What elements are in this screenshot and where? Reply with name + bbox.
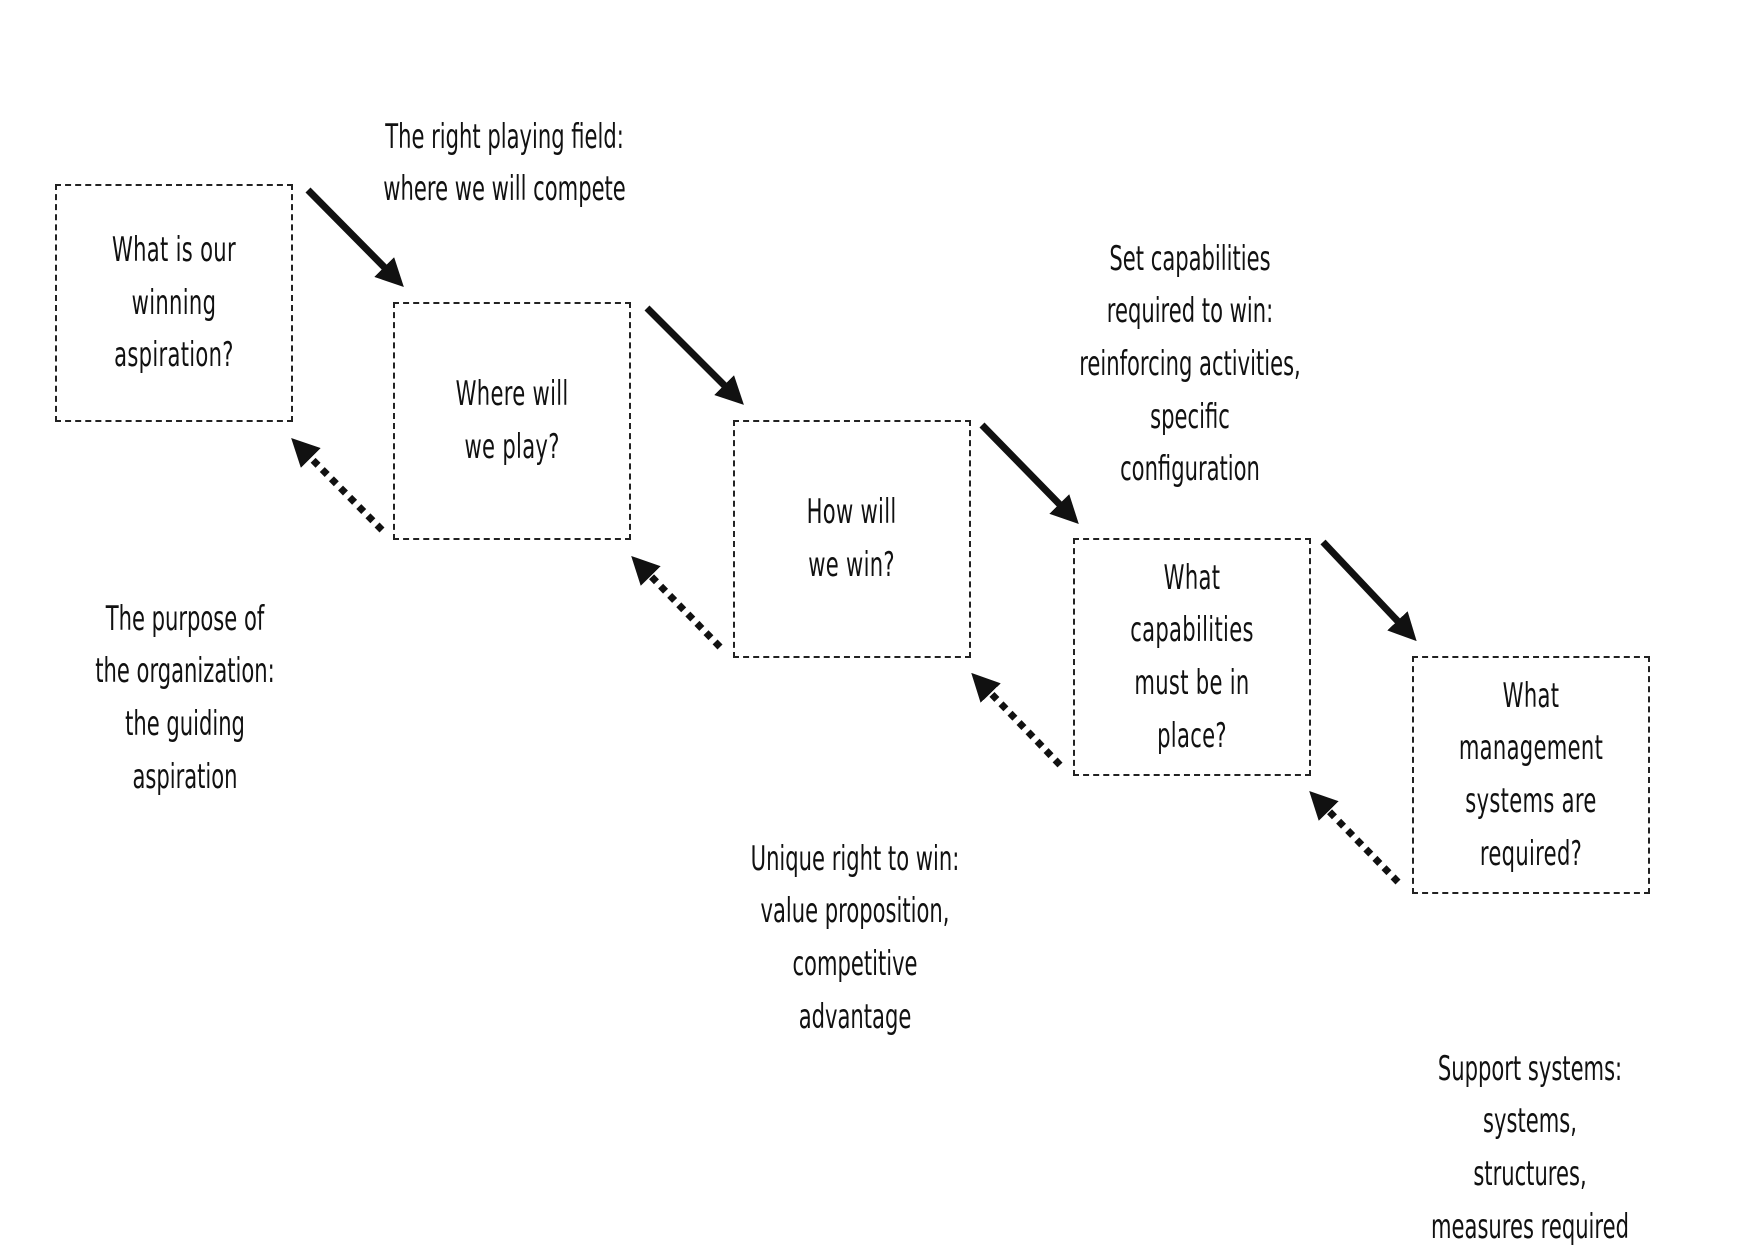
annotation-playing-field: The right playing field: where we will c… — [300, 58, 710, 216]
box-capabilities: What capabilities must be in place? — [1073, 538, 1311, 776]
annotation-right-to-win: Unique right to win: value proposition, … — [680, 780, 1030, 1043]
feedback-how-to-where — [631, 555, 723, 650]
arrow-capabilities-to-management — [1320, 539, 1417, 642]
box-management: What management systems are required? — [1412, 656, 1650, 894]
feedback-capabilities-to-how — [971, 672, 1063, 768]
box-where-play: Where will we play? — [393, 302, 631, 540]
annotation-right-to-win-text: Unique right to win: value proposition, … — [750, 838, 960, 1037]
annotation-capabilities: Set capabilities required to win: reinfo… — [1010, 180, 1370, 496]
arrow-how-to-capabilities — [979, 422, 1079, 525]
box-aspiration: What is our winning aspiration? — [55, 184, 293, 422]
box-management-text: What management systems are required? — [1458, 675, 1604, 874]
box-how-win: How will we win? — [733, 420, 971, 658]
arrow-aspiration-to-where — [305, 187, 404, 287]
box-aspiration-text: What is our winning aspiration? — [112, 229, 236, 376]
connectors-layer — [291, 187, 1417, 885]
annotation-purpose: The purpose of the organization: the gui… — [20, 540, 350, 803]
feedback-management-to-capabilities — [1309, 790, 1401, 885]
arrow-where-to-how — [644, 305, 744, 405]
feedback-where-to-aspiration — [291, 438, 385, 533]
annotation-purpose-text: The purpose of the organization: the gui… — [95, 598, 275, 797]
box-how-win-text: How will we win? — [806, 492, 897, 585]
annotation-support-text: Support systems: systems, structures, me… — [1431, 1048, 1629, 1247]
annotation-playing-field-text: The right playing field: where we will c… — [383, 116, 627, 210]
box-capabilities-text: What capabilities must be in place? — [1130, 557, 1254, 756]
box-where-play-text: Where will we play? — [455, 374, 569, 467]
annotation-capabilities-text: Set capabilities required to win: reinfo… — [1079, 238, 1301, 490]
